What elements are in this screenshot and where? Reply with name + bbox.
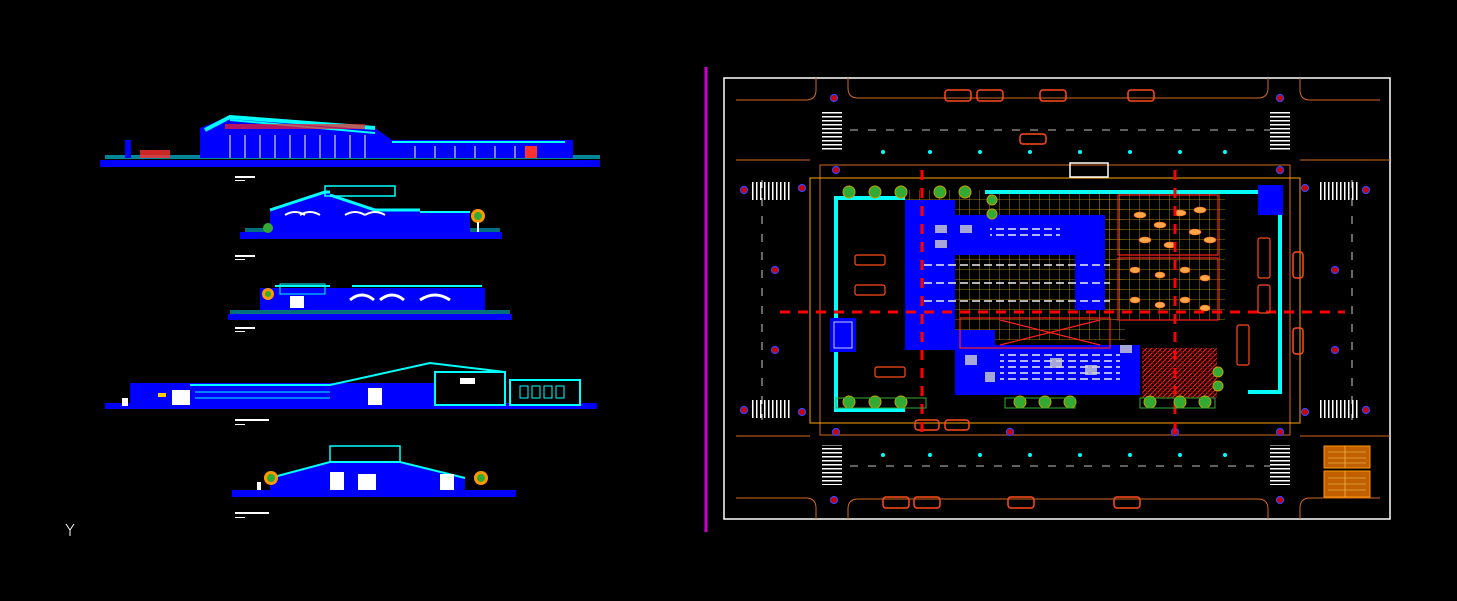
elevations-group (65, 114, 600, 536)
elevation-2 (235, 185, 502, 260)
elevation-1 (100, 114, 600, 181)
elevation-5 (232, 445, 516, 518)
title-block (1323, 445, 1371, 498)
elevation-3 (228, 283, 512, 332)
elevation-4 (105, 361, 597, 425)
ucs-axis-icon (65, 523, 75, 536)
site-plan (723, 77, 1391, 520)
